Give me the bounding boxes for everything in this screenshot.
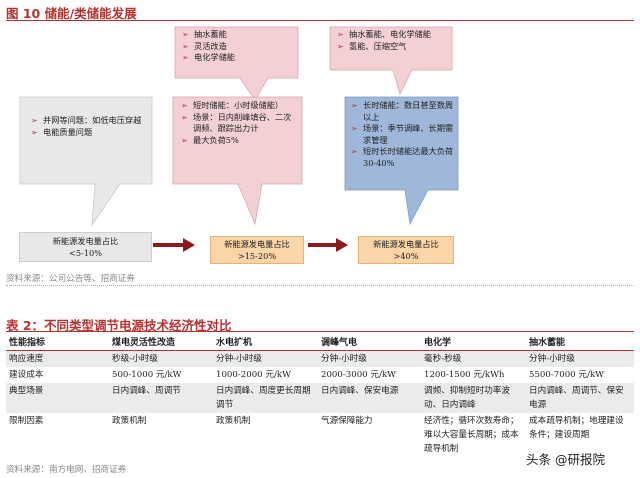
table-cell: 日内调峰、周度更长周期调节 bbox=[213, 383, 318, 413]
table-header-cell: 煤电灵活性改造 bbox=[109, 333, 213, 351]
stage2-mid-item: 最大负荷5% bbox=[180, 135, 298, 147]
table-cell: 1000-2000 元/kW bbox=[216, 370, 291, 380]
table-cell: 分钟-小时级 bbox=[318, 350, 421, 367]
table-cell: 政策机制 bbox=[216, 416, 251, 426]
stage3-mid-item: 场景：季节调峰、长期需求管理 bbox=[350, 123, 456, 146]
stage2-top-list: 抽水蓄能 灵活改造 电化学储能 bbox=[181, 29, 295, 64]
stage1-callout-list: 并网等问题：如低电压穿越 电能质量问题 bbox=[30, 115, 148, 138]
table-cell: 日内调峰、周调节、保安电源 bbox=[526, 383, 634, 413]
stage3-mid-item: 长时储能：数日甚至数周以上 bbox=[350, 100, 456, 123]
stage3-mid-list: 长时储能：数日甚至数周以上 场景：季节调峰、长期需求管理 短时长时储能达最大负荷… bbox=[350, 100, 456, 170]
stage1-share-box: 新能源发电量占比 <5-10% bbox=[19, 232, 152, 262]
table-header-cell: 抽水蓄能 bbox=[526, 333, 634, 351]
stage3-top-item: 氢能、压缩空气 bbox=[336, 41, 450, 53]
table-caption: 表 2：不同类型调节电源技术经济性对比 bbox=[6, 318, 232, 333]
table-header-cell: 调峰气电 bbox=[318, 333, 421, 351]
table-cell: 分钟-小时级 bbox=[213, 350, 318, 367]
comparison-table: 性能指标 煤电灵活性改造 水电扩机 调峰气电 电化学 抽水蓄能 响应速度 秒级-… bbox=[6, 333, 634, 457]
table-row: 建设成本 500-1000 元/kW 1000-2000 元/kW 2000-3… bbox=[6, 367, 634, 383]
watermark: 头条 @研报院 bbox=[526, 452, 605, 467]
arrow-1 bbox=[153, 238, 195, 252]
stage2-mid-item: 短时储能：小时级储能） bbox=[180, 100, 298, 112]
table-cell: 5500-7000 元/kW bbox=[529, 370, 604, 380]
figure-source-rule bbox=[6, 285, 634, 286]
stage3-top-list: 抽水蓄能、电化学储能 氢能、压缩空气 bbox=[336, 29, 450, 52]
table-cell: 1200-1500 元/kWh bbox=[424, 370, 505, 380]
table-cell: 日内调峰、保安电源 bbox=[318, 383, 421, 413]
stage2-mid-list: 短时储能：小时级储能） 场景：日内削峰填谷、二次调频、跟踪出力计 最大负荷5% bbox=[180, 100, 298, 146]
table-cell: 成本疏导机制；地理建设条件；建设周期 bbox=[529, 416, 624, 440]
table-cell: 典型场景 bbox=[6, 383, 109, 413]
table-cell: 日内调峰、周调节 bbox=[109, 383, 213, 413]
figure-caption: 图 10 储能/类储能发展 bbox=[6, 6, 137, 21]
table-header-cell: 水电扩机 bbox=[213, 333, 318, 351]
arrow-2 bbox=[308, 238, 348, 252]
table-cell: 建设成本 bbox=[9, 370, 44, 380]
stage2-mid-item: 场景：日内削峰填谷、二次调频、跟踪出力计 bbox=[180, 112, 298, 135]
table-source: 资料来源：南方电网、招商证券 bbox=[6, 465, 127, 475]
table-cell: 调频、抑制短时功率波动、日内调峰 bbox=[421, 383, 526, 413]
stage2-top-item: 电化学储能 bbox=[181, 52, 295, 64]
table-cell: 秒级-小时级 bbox=[109, 350, 213, 367]
stage2-top-item: 灵活改造 bbox=[181, 41, 295, 53]
table-row: 限制因素 政策机制 政策机制 气源保障能力 经济性；循环次数寿命；难以大容量长周… bbox=[6, 413, 634, 457]
table-header-cell: 性能指标 bbox=[6, 333, 109, 351]
stage3-share-box: 新能源发电量占比 >40% bbox=[358, 236, 454, 264]
stage2-share-box: 新能源发电量占比 >15-20% bbox=[210, 236, 304, 264]
table-row: 响应速度 秒级-小时级 分钟-小时级 分钟-小时级 毫秒-秒级 分钟-小时级 bbox=[6, 350, 634, 367]
stage2-top-item: 抽水蓄能 bbox=[181, 29, 295, 41]
table-cell: 响应速度 bbox=[6, 350, 109, 367]
table-row: 典型场景 日内调峰、周调节 日内调峰、周度更长周期调节 日内调峰、保安电源 调频… bbox=[6, 383, 634, 413]
table-cell: 限制因素 bbox=[9, 416, 44, 426]
table-cell: 气源保障能力 bbox=[321, 416, 373, 426]
stage1-callout-item: 并网等问题：如低电压穿越 bbox=[30, 115, 148, 127]
table-cell: 分钟-小时级 bbox=[526, 350, 634, 367]
stage3-mid-item: 短时长时储能达最大负荷30-40% bbox=[350, 146, 456, 169]
stage1-callout-item: 电能质量问题 bbox=[30, 127, 148, 139]
table-cell: 政策机制 bbox=[112, 416, 147, 426]
table-cell: 经济性；循环次数寿命；难以大容量长周期；成本疏导机制 bbox=[424, 416, 519, 454]
table-caption-rule bbox=[6, 331, 634, 332]
table-header-cell: 电化学 bbox=[421, 333, 526, 351]
table-cell: 500-1000 元/kW bbox=[112, 370, 182, 380]
stage3-top-item: 抽水蓄能、电化学储能 bbox=[336, 29, 450, 41]
caption-rule bbox=[6, 20, 634, 21]
figure-source: 资料来源：公司公告等、招商证券 bbox=[6, 274, 135, 284]
table-header-row: 性能指标 煤电灵活性改造 水电扩机 调峰气电 电化学 抽水蓄能 bbox=[6, 333, 634, 351]
table-cell: 毫秒-秒级 bbox=[421, 350, 526, 367]
table-cell: 2000-3000 元/kW bbox=[321, 370, 396, 380]
